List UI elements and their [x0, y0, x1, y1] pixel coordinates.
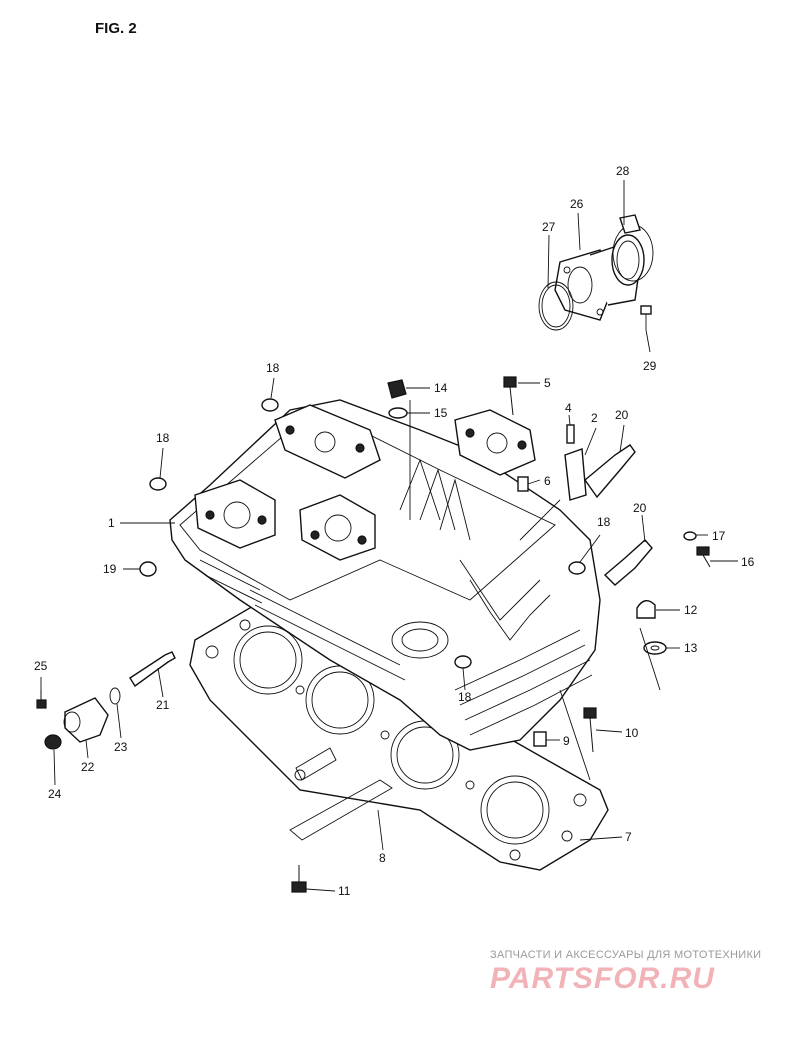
callout-16: 16 — [741, 555, 755, 569]
callout-2: 2 — [591, 411, 598, 425]
cylinder-head — [169, 399, 601, 751]
washer — [388, 407, 408, 419]
callout-10: 10 — [625, 726, 639, 740]
callout-15: 15 — [434, 406, 448, 420]
spark-plug-adapter — [564, 448, 587, 501]
dome-nut — [636, 600, 656, 619]
small-screw — [683, 531, 697, 541]
callout-18-b: 18 — [156, 431, 170, 445]
tacho-shaft — [129, 651, 176, 688]
callout-1: 1 — [108, 516, 115, 530]
gasket-bolt — [291, 865, 307, 893]
figure-title: FIG. 2 — [95, 20, 137, 37]
flat-washer — [643, 641, 667, 655]
spring-pin — [566, 424, 575, 444]
callout-20-a: 20 — [615, 408, 629, 422]
spark-plug-lower — [603, 539, 653, 586]
plug-cap — [149, 398, 586, 669]
callout-20-b: 20 — [633, 501, 647, 515]
callout-9: 9 — [563, 734, 570, 748]
flange-bolt — [696, 546, 711, 568]
intake-screw — [640, 305, 652, 330]
callout-17: 17 — [712, 529, 726, 543]
tacho-cap — [44, 734, 62, 750]
callout-7: 7 — [625, 830, 632, 844]
callout-29: 29 — [643, 359, 657, 373]
callout-18-d: 18 — [458, 690, 472, 704]
callout-26: 26 — [570, 197, 584, 211]
watermark-subtitle: ЗАПЧАСТИ И АКСЕССУАРЫ ДЛЯ МОТОТЕХНИКИ — [490, 949, 761, 961]
callout-12: 12 — [684, 603, 698, 617]
tacho-housing — [63, 697, 109, 743]
callout-4: 4 — [565, 401, 572, 415]
callout-18-a: 18 — [266, 361, 280, 375]
cap-nut — [387, 379, 407, 399]
callout-19: 19 — [103, 562, 117, 576]
callout-27: 27 — [542, 220, 556, 234]
tacho-screw — [36, 690, 47, 709]
bolt — [503, 376, 517, 416]
callout-18-c: 18 — [597, 515, 611, 529]
spark-plug-upper — [584, 444, 636, 499]
dowel-pin — [517, 476, 529, 492]
watermark-logo: PARTSFOR.RU — [490, 962, 715, 995]
blind-plug — [139, 561, 157, 577]
intake-clamp — [612, 214, 654, 282]
callout-8: 8 — [379, 851, 386, 865]
intake-o-ring — [538, 281, 574, 331]
intake-pipe-assembly — [554, 234, 645, 321]
callout-21: 21 — [156, 698, 170, 712]
callout-6: 6 — [544, 474, 551, 488]
callout-28: 28 — [616, 164, 630, 178]
callout-23: 23 — [114, 740, 128, 754]
watermark: ЗАПЧАСТИ И АКСЕССУАРЫ ДЛЯ МОТОТЕХНИКИ PA… — [490, 949, 761, 995]
callout-25: 25 — [34, 659, 48, 673]
dowel — [533, 731, 547, 747]
callout-22: 22 — [81, 760, 95, 774]
callout-labels: 1 2 4 5 6 7 8 9 10 11 12 13 14 15 16 17 … — [34, 164, 755, 898]
oil-gasket — [289, 747, 393, 841]
callout-11: 11 — [338, 884, 351, 898]
callout-24: 24 — [48, 787, 62, 801]
callout-13: 13 — [684, 641, 698, 655]
callout-14: 14 — [434, 381, 448, 395]
leader-lines — [40, 180, 738, 892]
callout-5: 5 — [544, 376, 551, 390]
long-bolt — [583, 707, 597, 753]
tacho-o-ring — [109, 687, 121, 705]
